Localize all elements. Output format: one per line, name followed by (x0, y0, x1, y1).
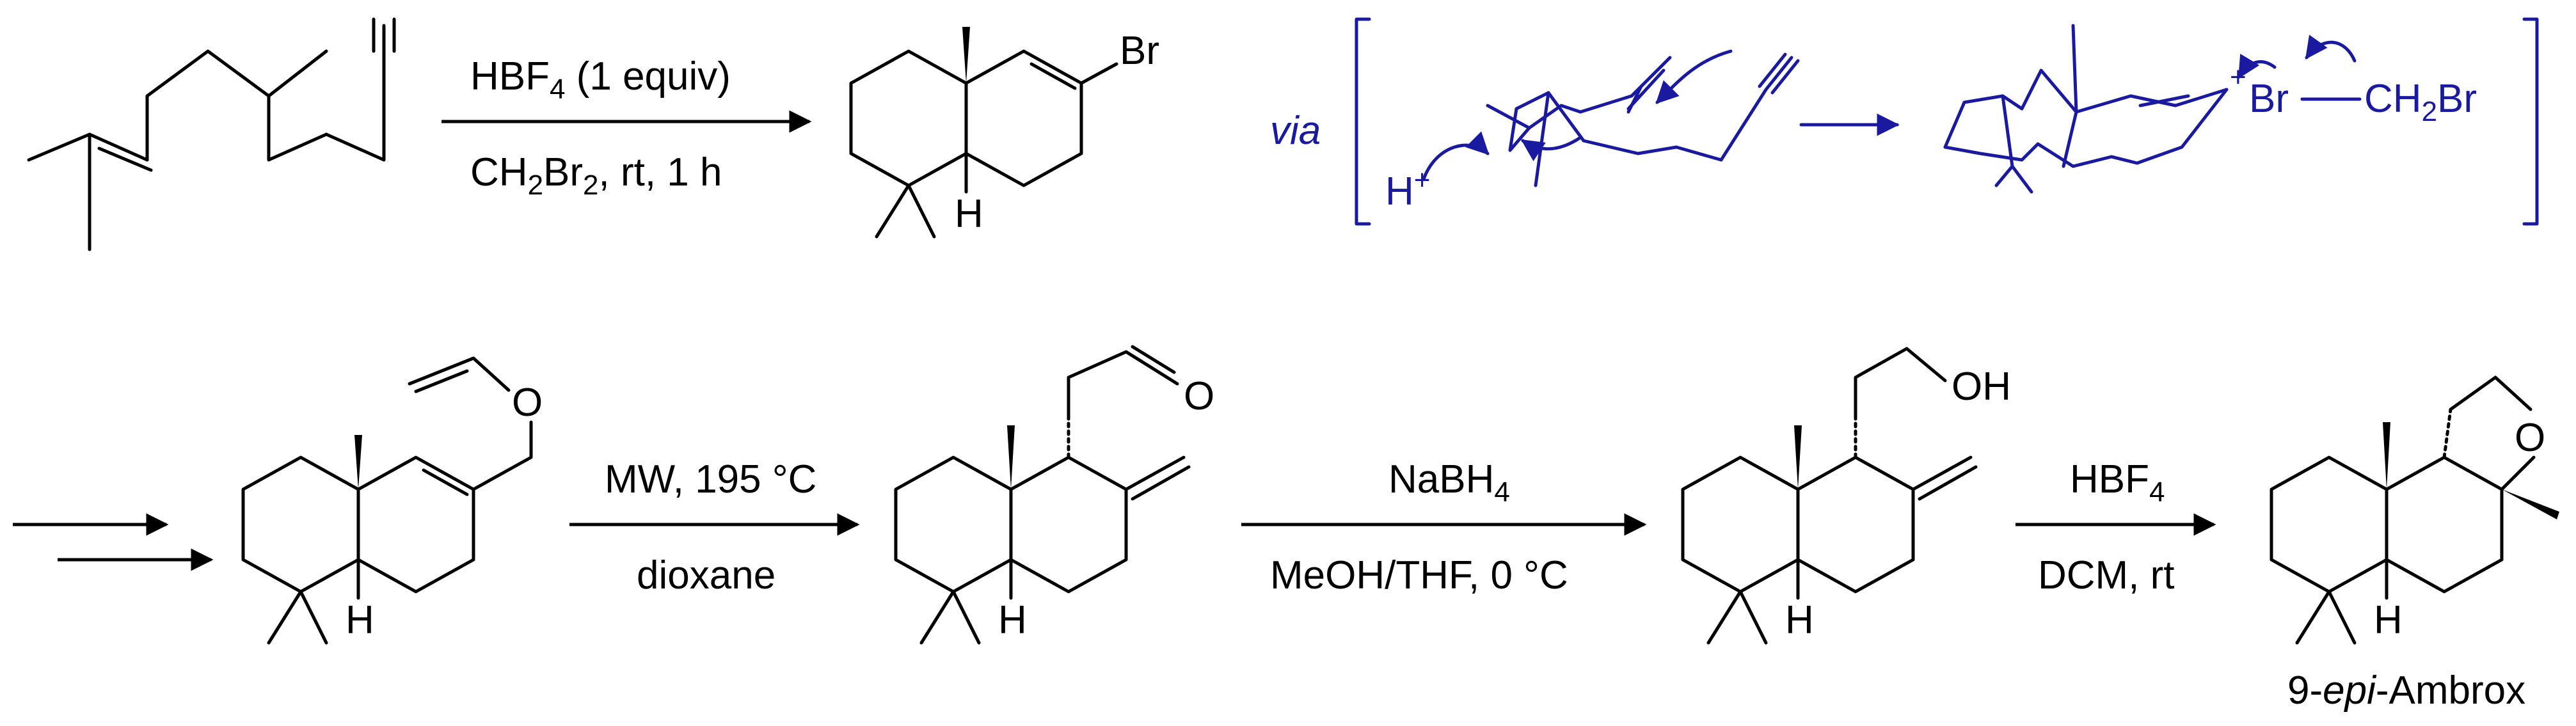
via-label: via (1270, 109, 1321, 153)
left-bracket (1355, 17, 1371, 226)
reagent-nabh4: NaBH4 (1388, 457, 1510, 508)
bromo-bicyclic-product (849, 27, 1118, 239)
hydrogen-label-4: H (2374, 598, 2403, 642)
right-bracket (2522, 17, 2539, 226)
reagent-hbf4: HBF4 (2070, 457, 2165, 508)
cation-charge: + (2230, 61, 2246, 93)
furan-oxygen: O (2515, 416, 2545, 460)
alcohol-product (1681, 347, 1978, 645)
hydroxyl-label: OH (1952, 365, 2011, 409)
hydrogen-label-1: H (346, 598, 374, 642)
bromine-label: Br (1120, 29, 1159, 73)
dibromomethane-label: CH2Br (2364, 77, 2477, 127)
hydrogen-label-2: H (998, 598, 1027, 642)
chair-cyclization-substrate (1422, 49, 1800, 187)
hydrogen-label-3: H (1785, 598, 1814, 642)
reagent-dioxane: dioxane (637, 553, 775, 597)
ring-fusion-hydrogen: H (955, 192, 983, 236)
ether-oxygen: O (512, 381, 543, 425)
aldehyde-oxygen: O (1184, 374, 1214, 418)
reagent-ch2br2-conditions: CH2Br2, rt, 1 h (470, 150, 722, 201)
reagent-dcm-rt: DCM, rt (2038, 553, 2175, 597)
product-name: 9-epi-Ambrox (2287, 668, 2525, 713)
proton-label: H+ (1385, 164, 1430, 214)
aldehyde-product (894, 345, 1191, 645)
vinyl-cation-intermediate (1943, 24, 2362, 194)
epi-ambrox-product (2270, 375, 2559, 645)
reagent-microwave: MW, 195 °C (605, 457, 816, 501)
bromine-donor-label: Br (2249, 77, 2289, 121)
reagent-meoh-thf: MeOH/THF, 0 °C (1270, 553, 1568, 597)
reagent-hbf4-1equiv: HBF4 (1 equiv) (470, 54, 731, 105)
allyl-vinyl-ether (241, 356, 533, 645)
starting-polyene-enyne (27, 17, 396, 251)
